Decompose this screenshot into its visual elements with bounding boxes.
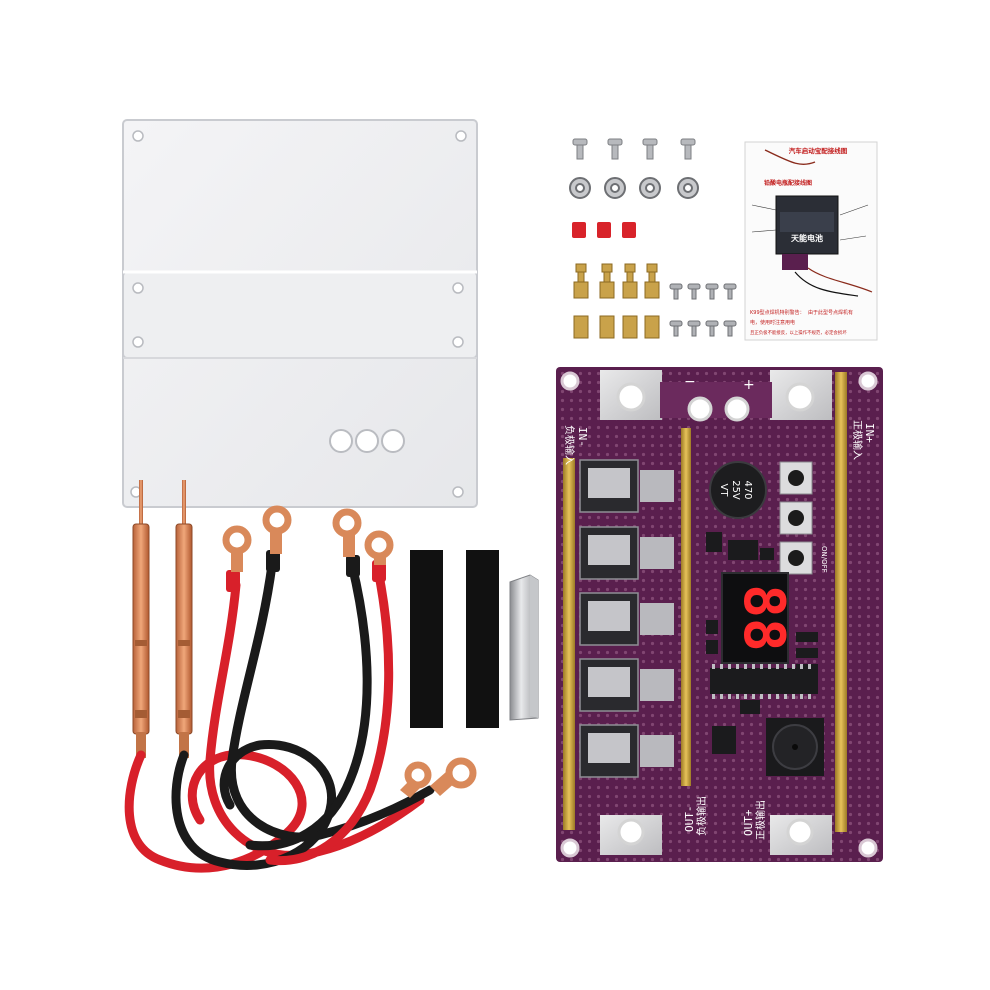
label-out-plus: OUT+ [742, 809, 755, 836]
pcb-seven-segment-display: 88 [721, 572, 796, 664]
heat-shrink-tape-strips [410, 550, 499, 728]
hardware-red-caps [572, 222, 636, 238]
label-in-plus: IN+ [863, 423, 876, 443]
pcb-microcontroller [710, 664, 818, 699]
pcb-capacitor: 470 25V VT [709, 461, 767, 519]
acrylic-button-holes [329, 429, 405, 453]
cable-black-loop [171, 560, 435, 870]
instruction-manual: 汽车启动宝配接线图 铅酸电瓶配接线图 天能电池 K99型点焊机特别警告： 由于此… [744, 141, 878, 341]
label-switch: ON/OFF [820, 546, 828, 573]
cable-heatshrink-black [226, 550, 386, 592]
nickel-strip-roll [509, 574, 539, 721]
acrylic-panel-middle [122, 271, 478, 359]
label-plus-sign: + [743, 377, 755, 393]
cable-red-left-loop [124, 580, 425, 873]
pcb-buzzer [766, 718, 824, 776]
pcb-copper-pads [600, 370, 832, 855]
label-out-minus: OUT- [683, 806, 696, 833]
cable-red-long [265, 565, 394, 866]
display-digits: 88 [731, 584, 796, 651]
pcb-smd-components [706, 532, 818, 754]
label-minus-sign: − [684, 374, 696, 390]
pcb-terminal-holes [616, 382, 815, 846]
acrylic-cover-panels [122, 119, 478, 508]
capacitor-voltage: 25V [730, 480, 741, 500]
hardware-screws [572, 138, 696, 160]
label-out-plus-cn: 正极输出 [754, 800, 767, 840]
label-out-minus-cn: 负极输出 [695, 796, 708, 836]
label-in-minus-cn: 负极输入 [563, 425, 576, 465]
capacitor-series: VT [718, 484, 729, 498]
manual-warning-1: K99型点焊机特别警告： [750, 309, 805, 316]
manual-battery-brand: 天能电池 [791, 233, 823, 243]
spot-welder-pcb: 470 25V VT 88 [556, 367, 883, 862]
pcb-mounting-holes [560, 371, 878, 858]
tape-strip-2 [466, 550, 499, 728]
manual-warning-3: 电，使用时注意用电 [750, 319, 795, 326]
manual-warning-4: 且正负极不能接反，以上操作不规范，必定会损坏 [750, 329, 847, 336]
pcb-mosfet-array [579, 459, 674, 778]
manual-subtitle: 铅酸电瓶配接线图 [764, 179, 812, 187]
label-in-plus-cn: 正极输入 [851, 420, 864, 460]
ring-terminal-necks [231, 528, 456, 798]
welding-pen-left [132, 480, 150, 758]
capacitor-value: 470 [742, 480, 753, 499]
tape-strip-1 [410, 550, 443, 728]
hardware-brass-standoffs [573, 263, 660, 339]
hardware-small-screws [669, 283, 737, 337]
welding-pen-right [175, 480, 193, 758]
manual-warning-2: 由于此型号点焊机有 [808, 309, 853, 316]
hardware-nuts [569, 177, 699, 199]
pcb-tactile-buttons [779, 461, 813, 575]
pcb-gold-busbars [563, 372, 847, 832]
manual-title: 汽车启动宝配接线图 [789, 146, 848, 155]
label-in-minus: IN- [576, 427, 589, 447]
acrylic-mounting-holes [130, 130, 467, 498]
